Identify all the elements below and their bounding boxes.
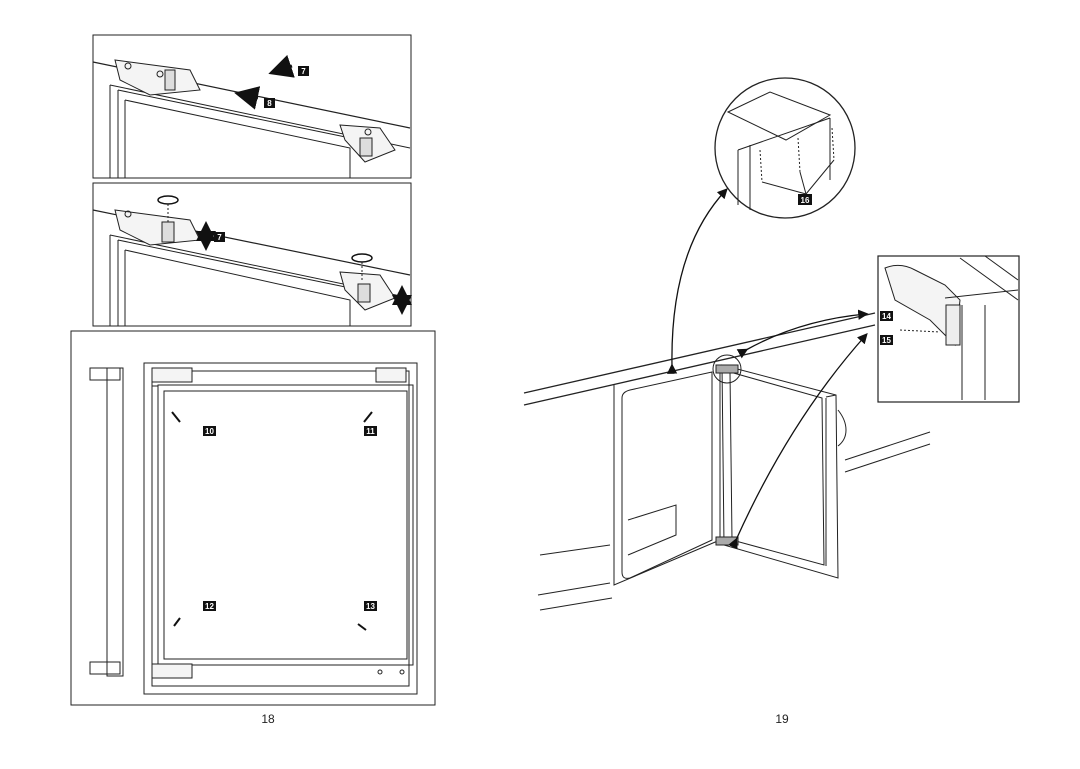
- callout-11: 11: [366, 427, 375, 436]
- callout-16: 16: [801, 196, 810, 205]
- callout-7b: 7: [217, 233, 222, 242]
- figure-hinge-slide: 7 8: [92, 34, 412, 179]
- callout-8: 8: [267, 99, 272, 108]
- callout-15: 15: [882, 336, 891, 345]
- callout-12: 12: [205, 602, 214, 611]
- callout-7a: 7: [301, 67, 306, 76]
- callout-10: 10: [205, 427, 214, 436]
- detail-box-hinge: 14 15: [877, 255, 1020, 403]
- figure-installed-door: [523, 188, 931, 611]
- figure-door-screws: 10 11 12 13: [70, 330, 436, 706]
- page-number-left: 18: [261, 712, 275, 726]
- page-number-right: 19: [775, 712, 789, 726]
- callout-13: 13: [366, 602, 375, 611]
- figure-hinge-adjust: 7: [92, 182, 412, 327]
- callout-14: 14: [882, 312, 891, 321]
- detail-circle-screws: 16: [714, 77, 856, 219]
